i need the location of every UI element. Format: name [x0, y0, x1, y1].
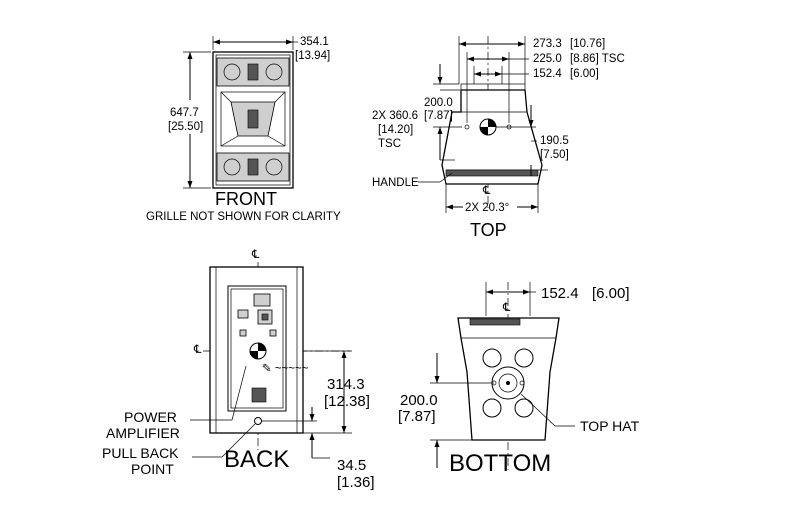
bottom-cabinet	[457, 317, 560, 441]
back-view: ℄ ℄ ✎ ~~~~~ 314.3 [12.38]	[102, 249, 375, 491]
front-width-in: [13.94]	[295, 50, 330, 62]
front-baffle	[215, 54, 291, 186]
bottom-hole-1	[482, 348, 502, 368]
bottom-depth-in: [7.87]	[398, 408, 436, 425]
back-view-title: BACK	[224, 446, 289, 473]
top-dim3-in: [6.00]	[570, 68, 599, 80]
top-dim2-in: [8.86] TSC	[570, 53, 625, 65]
front-view-note: GRILLE NOT SHOWN FOR CLARITY	[146, 211, 341, 223]
bottom-centerline-symbol: ℄	[502, 302, 511, 314]
bottom-width-in: [6.00]	[592, 285, 630, 302]
back-centerline-left: ℄	[193, 344, 202, 356]
bottom-depth-mm: 200.0	[400, 392, 438, 409]
back-pullback-point	[254, 417, 262, 425]
front-width-mm: 354.1	[300, 36, 329, 48]
top-handle-mm: 190.5	[540, 135, 569, 147]
top-handle-label: HANDLE	[372, 177, 419, 189]
top-handle-in: [7.50]	[540, 149, 569, 161]
bottom-view-title: BOTTOM	[449, 450, 551, 477]
top-view: ℄ 273.3 [10.76] 225.0 [8.86] TSC	[372, 36, 625, 240]
front-horn	[220, 91, 286, 147]
bottom-hole-2	[514, 348, 534, 368]
bottom-view: ℄ 152.4 [6.00] 200.0 [7.87]	[398, 282, 640, 477]
top-depth-in: [7.87]	[424, 110, 453, 122]
back-logo-plate	[251, 387, 267, 403]
top-rig-label1: 2X 360.6	[372, 110, 418, 122]
back-offset-mm: 34.5	[337, 457, 366, 474]
back-height-in: [12.38]	[324, 393, 370, 410]
bottom-handle	[469, 318, 521, 326]
top-dim3-mm: 152.4	[533, 68, 562, 80]
top-depth-mm: 200.0	[424, 97, 453, 109]
front-view: 354.1 [13.94] 647.7 [25.50] FRONT GRILLE…	[146, 36, 341, 223]
front-height-mm: 647.7	[170, 107, 199, 119]
back-pullback-label1: PULL BACK	[102, 445, 179, 461]
top-angle-label: 2X 20.3°	[465, 202, 509, 214]
top-dim2-mm: 225.0	[533, 53, 562, 65]
front-view-title: FRONT	[215, 189, 277, 209]
top-dim1-mm: 273.3	[533, 38, 562, 50]
back-centerline-top: ℄	[251, 249, 260, 261]
back-power-label2: AMPLIFIER	[106, 425, 180, 441]
top-rig-label3: TSC	[378, 138, 401, 150]
bottom-hole-3	[482, 398, 502, 418]
svg-text:✎ ~~~~~: ✎ ~~~~~	[262, 363, 309, 375]
front-bottom-driver	[216, 152, 290, 182]
back-pullback-label2: POINT	[131, 461, 174, 477]
back-amp-panel	[227, 285, 287, 412]
bottom-hole-4	[514, 398, 534, 418]
back-offset-in: [1.36]	[337, 474, 375, 491]
top-dim1-in: [10.76]	[570, 38, 605, 50]
bottom-width-mm: 152.4	[541, 285, 579, 302]
back-height-mm: 314.3	[327, 376, 365, 393]
top-rig-label2: [14.20]	[378, 124, 413, 136]
top-centerline-symbol: ℄	[482, 185, 491, 197]
front-height-in: [25.50]	[168, 121, 203, 133]
top-handle	[445, 169, 539, 177]
top-view-title: TOP	[470, 220, 507, 240]
back-power-label1: POWER	[124, 409, 177, 425]
bottom-tophat-label: TOP HAT	[580, 418, 640, 434]
